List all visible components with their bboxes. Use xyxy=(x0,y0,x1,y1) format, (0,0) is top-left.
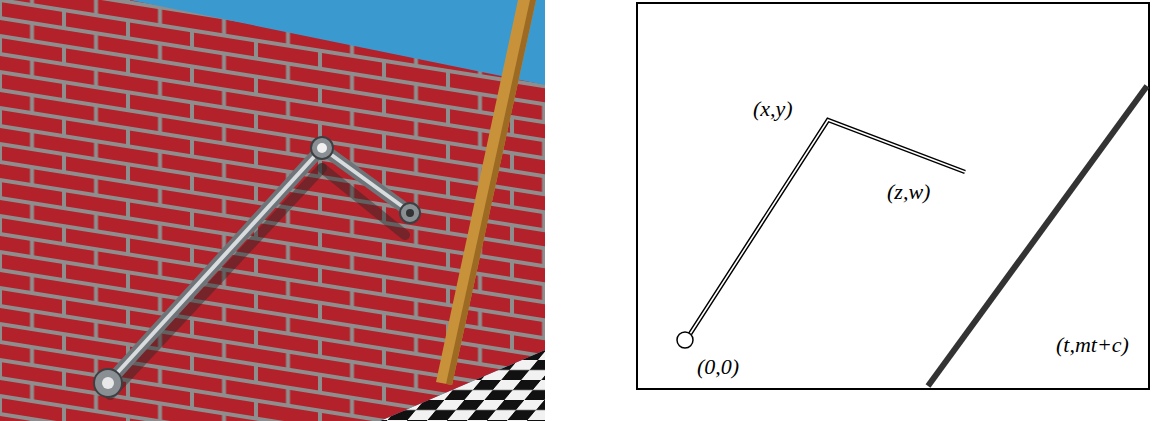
coordinate-label: (x,y) xyxy=(753,97,793,121)
coordinate-label: (z,w) xyxy=(887,180,930,204)
rendered-scene xyxy=(0,0,545,421)
coordinate-label: (0,0) xyxy=(697,355,739,379)
coordinate-label: (t,mt+c) xyxy=(1056,333,1129,357)
schematic xyxy=(637,3,1149,389)
